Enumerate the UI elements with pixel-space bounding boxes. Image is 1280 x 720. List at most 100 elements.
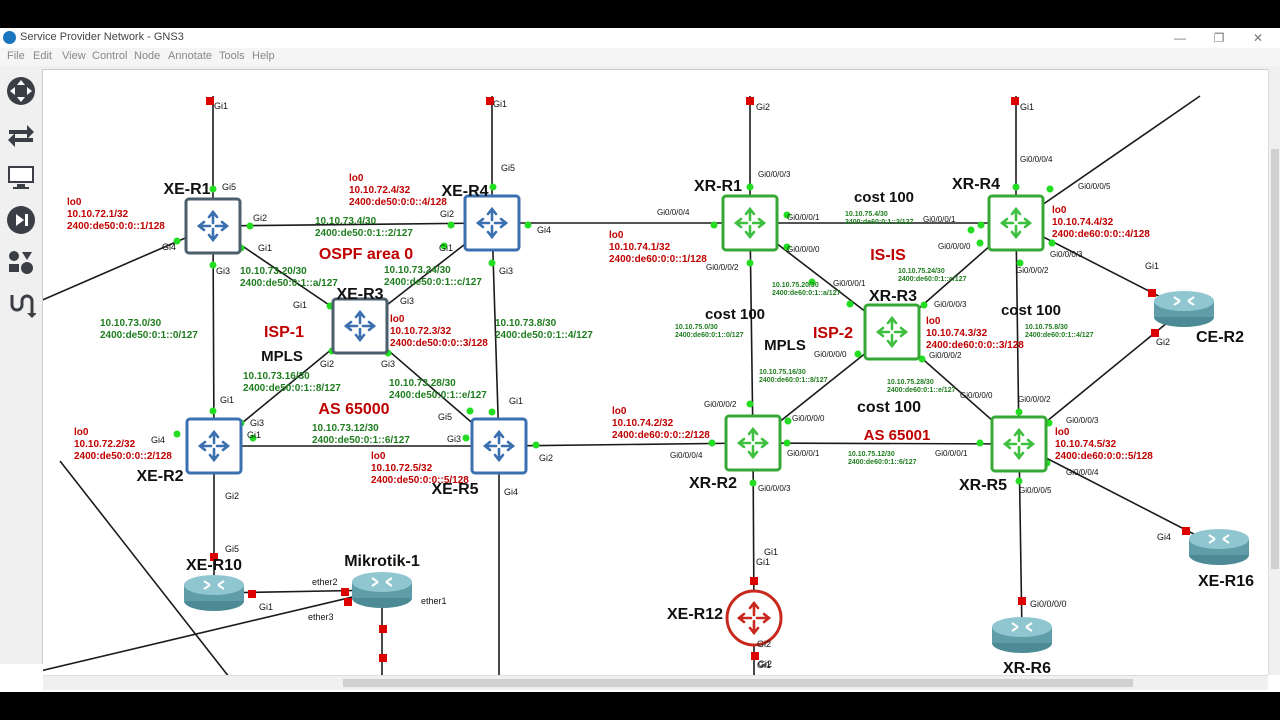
xr-r3-icon[interactable] <box>863 303 921 361</box>
loopback-ipv4: 10.10.72.2/32 <box>74 439 136 450</box>
loopback-ipv6: 2400:de60:0:0::1/128 <box>609 254 707 265</box>
horizontal-scrollbar[interactable] <box>43 675 1268 690</box>
port-label: Gi3 <box>499 266 513 276</box>
port-label: ether3 <box>308 612 334 622</box>
xe-r4-label: XE-R4 <box>441 183 488 200</box>
xe-r5-icon[interactable] <box>470 417 528 475</box>
port-label: Gi2 <box>757 639 771 649</box>
port-label: Gi0/0/0/2 <box>929 351 962 360</box>
subnet-ipv6: 2400:de50:0:1::a/127 <box>240 278 338 289</box>
port-label: Gi0/0/0/1 <box>935 449 968 458</box>
xr-r1-icon[interactable] <box>721 194 779 252</box>
menu-help[interactable]: Help <box>252 50 275 62</box>
browse-routers-icon[interactable] <box>4 74 38 108</box>
horizontal-scroll-thumb[interactable] <box>343 679 1133 687</box>
port-label: Gi3 <box>400 296 414 306</box>
loopback-name: lo0 <box>926 316 941 327</box>
port-label: Gi2 <box>758 659 772 669</box>
port-label: Gi1 <box>293 300 307 310</box>
minimize-icon[interactable]: — <box>1174 31 1186 45</box>
port-label: Gi2 <box>440 209 454 219</box>
close-icon[interactable]: ✕ <box>1252 31 1264 45</box>
xe-r4-icon[interactable] <box>463 194 521 252</box>
browse-security-icon[interactable] <box>4 203 38 237</box>
menu-annotate[interactable]: Annotate <box>168 50 213 62</box>
link-line[interactable] <box>43 225 214 301</box>
link-line[interactable] <box>43 589 383 672</box>
link-line[interactable] <box>1018 443 1023 636</box>
area-title: ISP-1 <box>264 324 304 341</box>
window-title: Service Provider Network - GNS3 <box>20 31 184 43</box>
port-dot <box>209 185 217 193</box>
link-line[interactable] <box>1015 95 1201 224</box>
xe-r3-icon[interactable] <box>331 297 389 355</box>
port-dot <box>341 588 349 596</box>
menu-view[interactable]: View <box>62 50 86 62</box>
loopback-ipv6: 2400:de50:0:0::1/128 <box>67 221 165 232</box>
port-dot <box>1012 183 1020 191</box>
port-label: Gi2 <box>225 491 239 501</box>
xr-r5-icon[interactable] <box>990 415 1048 473</box>
vertical-scrollbar[interactable] <box>1268 69 1280 675</box>
menu-control[interactable]: Control <box>92 50 128 62</box>
port-dot <box>1046 185 1054 193</box>
port-dot <box>746 97 754 105</box>
port-dot <box>489 183 497 191</box>
menu-node[interactable]: Node <box>134 50 161 62</box>
menu-file[interactable]: File <box>7 50 25 62</box>
port-dot <box>783 439 791 447</box>
port-dot <box>1018 597 1026 605</box>
maximize-icon[interactable]: ❐ <box>1213 31 1225 45</box>
add-link-icon[interactable] <box>4 289 38 323</box>
loopback-ipv4: 10.10.74.5/32 <box>1055 439 1117 450</box>
vertical-scroll-thumb[interactable] <box>1271 149 1279 569</box>
port-label: Gi1 <box>757 660 771 670</box>
link-line[interactable] <box>749 222 754 444</box>
port-dot <box>751 652 759 660</box>
loopback-ipv4: 10.10.72.4/32 <box>349 185 411 196</box>
loopback-ipv4: 10.10.74.4/32 <box>1052 217 1114 228</box>
port-dot <box>1151 329 1159 337</box>
port-dot <box>532 441 540 449</box>
browse-all-icon[interactable] <box>4 246 38 280</box>
port-dot <box>466 407 474 415</box>
subnet-ipv4: 10.10.73.0/30 <box>100 318 162 329</box>
xr-r2-icon[interactable] <box>724 414 782 472</box>
port-label: Gi0/0/0/1 <box>787 213 820 222</box>
port-dot <box>976 239 984 247</box>
port-dot <box>173 430 181 438</box>
xe-r2-icon[interactable] <box>185 417 243 475</box>
link-line[interactable] <box>212 222 493 227</box>
xr-r4-icon[interactable] <box>987 194 1045 252</box>
xe-r1-icon[interactable] <box>184 197 242 255</box>
loopback-ipv4: 10.10.72.3/32 <box>390 326 452 337</box>
port-label: Gi1 <box>214 101 228 111</box>
menu-tools[interactable]: Tools <box>219 50 245 62</box>
gns3-logo-icon <box>3 31 16 44</box>
subnet-ipv4: 10.10.73.8/30 <box>495 318 557 329</box>
xe-r3-label: XE-R3 <box>336 286 383 303</box>
port-label: Gi0/0/0/4 <box>657 208 690 217</box>
link-line[interactable] <box>752 442 755 619</box>
menu-edit[interactable]: Edit <box>33 50 52 62</box>
xe-r12-icon[interactable] <box>725 589 783 647</box>
xe-r16-label: XE-R16 <box>1198 573 1254 590</box>
port-label: Gi2 <box>253 213 267 223</box>
link-line[interactable] <box>59 460 240 676</box>
area-title: ISP-2 <box>813 325 853 342</box>
port-dot <box>209 261 217 269</box>
subnet-ipv4: 10.10.75.8/30 <box>1025 324 1068 331</box>
port-dot <box>1015 408 1023 416</box>
port-dot <box>248 590 256 598</box>
link-line[interactable] <box>1015 222 1020 445</box>
browse-switches-icon[interactable] <box>4 117 38 151</box>
port-dot <box>977 221 985 229</box>
link-line[interactable] <box>752 442 1020 445</box>
subnet-ipv6: 2400:de60:0:1::8/127 <box>759 377 828 384</box>
port-label: Gi5 <box>222 182 236 192</box>
port-dot <box>746 259 754 267</box>
port-dot <box>379 625 387 633</box>
browse-end-devices-icon[interactable] <box>4 160 38 194</box>
